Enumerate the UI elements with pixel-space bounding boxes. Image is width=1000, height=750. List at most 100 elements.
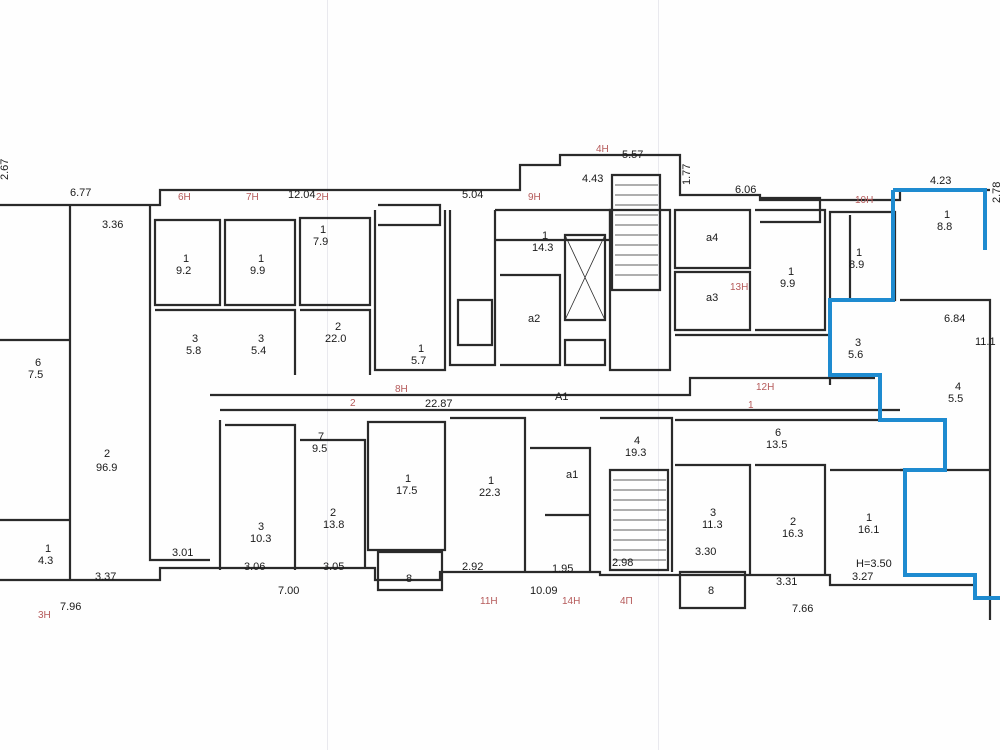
dim-label: 3.05 xyxy=(323,561,344,573)
dim-label: 5.04 xyxy=(462,189,483,201)
dim-label: 4.43 xyxy=(582,173,603,185)
apt-label: 13Н xyxy=(730,282,748,293)
room-area: 4.3 xyxy=(38,555,53,567)
room-number: 1 xyxy=(45,543,51,555)
room-number: 1 xyxy=(405,473,411,485)
room-area: a1 xyxy=(566,469,578,481)
room-number: 3 xyxy=(710,507,716,519)
room-number: 3 xyxy=(192,333,198,345)
dim-label: 4.23 xyxy=(930,175,951,187)
apt-label: 4П xyxy=(620,596,633,607)
apt-label: 11Н xyxy=(480,596,498,607)
room-number: 2 xyxy=(790,516,796,528)
apt-label: 6Н xyxy=(178,192,191,203)
corridor-dim: 22.87 xyxy=(425,398,453,410)
apt-label: 12Н xyxy=(756,382,774,393)
room-area: 11.1 xyxy=(975,336,996,348)
room-labels: 2 96.9 1 9.2 1 9.9 1 7.9 2 22.0 3 5.8 3 … xyxy=(28,209,996,597)
room-area: 8 xyxy=(708,585,714,597)
room-number: 3 xyxy=(258,333,264,345)
room-number: 1 xyxy=(258,253,264,265)
height-note: H=3.50 xyxy=(856,558,892,570)
room-number: 3 xyxy=(855,337,861,349)
room-area: 9.9 xyxy=(780,278,795,290)
room-number: 1 xyxy=(320,224,326,236)
room-area: 10.3 xyxy=(250,533,271,545)
dim-label: 3.37 xyxy=(95,571,116,583)
room-area: 7.5 xyxy=(28,369,43,381)
corridor-label: A1 xyxy=(555,391,568,403)
apt-label: 9Н xyxy=(528,192,541,203)
room-area: 6.84 xyxy=(944,313,965,325)
dim-label: 6.77 xyxy=(70,187,91,199)
room-number: 1 xyxy=(418,343,424,355)
apt-label: 7Н xyxy=(246,192,259,203)
dim-label: 1.77 xyxy=(681,164,693,185)
room-area: 9.2 xyxy=(176,265,191,277)
room-area: 16.1 xyxy=(858,524,879,536)
room-area: 8.8 xyxy=(937,221,952,233)
room-area: 5.8 xyxy=(186,345,201,357)
dim-label: 3.06 xyxy=(244,561,265,573)
room-area: 8.9 xyxy=(849,259,864,271)
room-number: 1 xyxy=(542,230,548,242)
dim-label: 2.78 xyxy=(991,182,1000,203)
dim-label: 5.57 xyxy=(622,149,643,161)
room-area: 22.3 xyxy=(479,487,500,499)
room-area: a3 xyxy=(706,292,718,304)
room-area: 5.7 xyxy=(411,355,426,367)
room-area: 7.9 xyxy=(313,236,328,248)
stair-treads xyxy=(564,184,666,561)
room-area: 11.3 xyxy=(702,519,723,531)
dim-label: 2.98 xyxy=(612,557,633,569)
apt-label: 3Н xyxy=(38,610,51,621)
room-area: 17.5 xyxy=(396,485,417,497)
room-number: 1 xyxy=(183,253,189,265)
room-number: 4 xyxy=(634,435,640,447)
room-number: 1 xyxy=(788,266,794,278)
room-area: 14.3 xyxy=(532,242,553,254)
dim-label: 3.01 xyxy=(172,547,193,559)
room-area: 96.9 xyxy=(96,462,117,474)
room-number: 2 xyxy=(104,448,110,460)
dim-label: 2.92 xyxy=(462,561,483,573)
apt-label: 14Н xyxy=(562,596,580,607)
room-area: 19.3 xyxy=(625,447,646,459)
dim-label: 10.09 xyxy=(530,585,558,597)
room-area: 9.5 xyxy=(312,443,327,455)
room-area: 16.3 xyxy=(782,528,803,540)
room-area: 8 xyxy=(406,573,412,585)
dim-label: 3.27 xyxy=(852,571,873,583)
room-area: 9.9 xyxy=(250,265,265,277)
room-area: 13.5 xyxy=(766,439,787,451)
dim-label: 3.31 xyxy=(776,576,797,588)
room-number: 6 xyxy=(775,427,781,439)
dim-label: 6.06 xyxy=(735,184,756,196)
room-number: 1 xyxy=(856,247,862,259)
room-number: 3 xyxy=(258,521,264,533)
room-area: 5.6 xyxy=(848,349,863,361)
apt-label: 2 xyxy=(350,398,356,409)
apt-label: 2Н xyxy=(316,192,329,203)
room-number: 1 xyxy=(488,475,494,487)
sheet-fold-line xyxy=(327,0,328,750)
dim-label: 3.30 xyxy=(695,546,716,558)
room-number: 6 xyxy=(35,357,41,369)
dim-label: 7.96 xyxy=(60,601,81,613)
apt-label: 1 xyxy=(748,400,754,411)
dim-label: 7.00 xyxy=(278,585,299,597)
dim-label: 3.36 xyxy=(102,219,123,231)
room-area: 22.0 xyxy=(325,333,346,345)
dim-label: 2.67 xyxy=(0,159,11,180)
dim-label: 7.66 xyxy=(792,603,813,615)
room-number: 1 xyxy=(866,512,872,524)
room-area: a4 xyxy=(706,232,718,244)
room-number: 7 xyxy=(318,431,324,443)
apt-label: 8Н xyxy=(395,384,408,395)
room-area: a2 xyxy=(528,313,540,325)
highlighted-unit-outline xyxy=(828,188,1000,600)
dim-label: 12.04 xyxy=(288,189,316,201)
